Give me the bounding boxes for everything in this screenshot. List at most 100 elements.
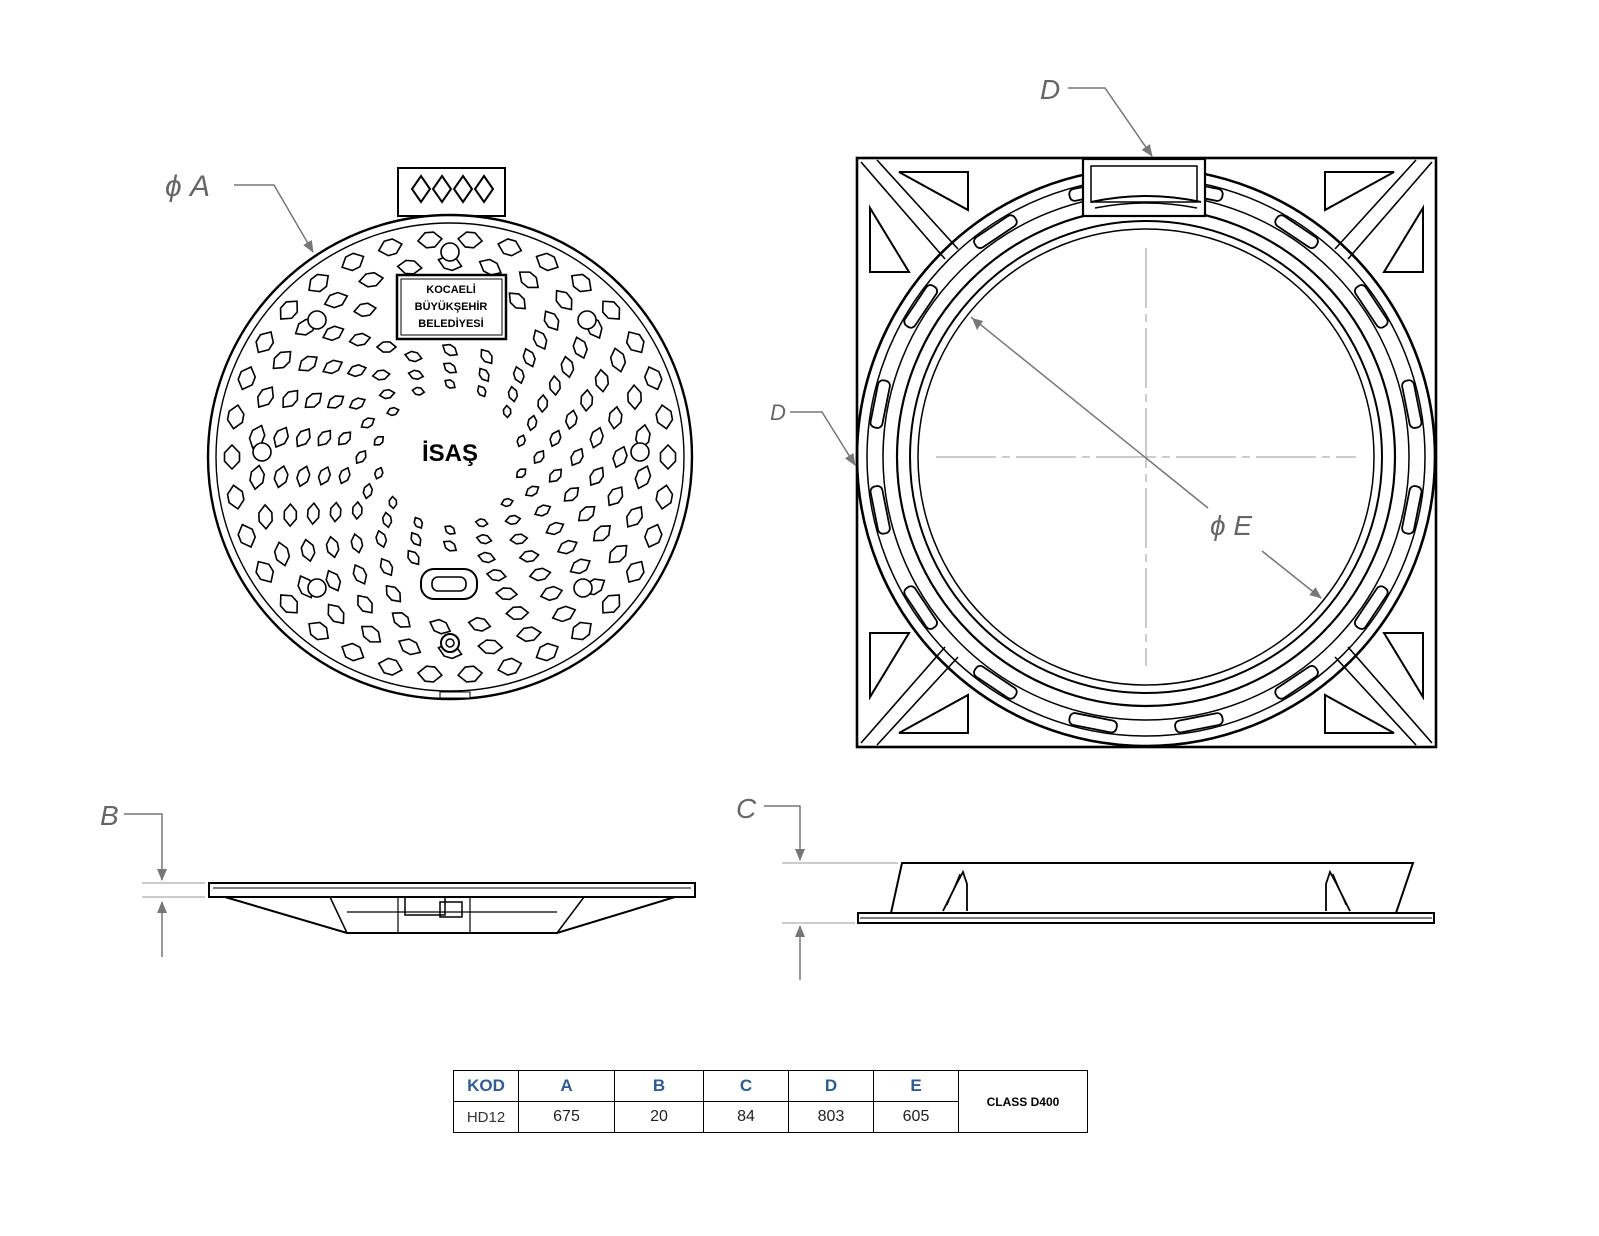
pattern-cell <box>480 348 493 365</box>
pattern-cell <box>548 374 561 397</box>
pattern-cell <box>407 369 425 381</box>
header-kod: KOD <box>453 1070 519 1102</box>
pattern-cell <box>338 466 351 485</box>
pattern-cell <box>556 539 578 555</box>
pattern-cell <box>391 611 411 628</box>
pattern-cell <box>351 500 363 521</box>
cover-top-view: KOCAELİ BÜYÜKŞEHİR BELEDİYESİ İSAŞ ϕ A <box>165 167 694 701</box>
pattern-cell <box>627 383 642 411</box>
frame-slot <box>903 585 938 630</box>
frame-slot <box>1174 712 1224 734</box>
pattern-cell <box>570 621 592 641</box>
pattern-cell <box>634 464 652 490</box>
pattern-cell <box>300 538 316 563</box>
pattern-cell <box>258 503 273 531</box>
pattern-cell <box>476 384 487 398</box>
frame-slot <box>973 664 1018 700</box>
pattern-cell <box>317 465 332 486</box>
frame-slot <box>1401 485 1423 535</box>
pattern-cell <box>416 231 443 249</box>
dimension-b-label: B <box>100 800 119 831</box>
pattern-cell <box>601 300 621 320</box>
pattern-cell <box>475 533 493 545</box>
pattern-cell <box>321 325 345 342</box>
frame-slot <box>1353 585 1389 630</box>
pattern-cell <box>516 434 527 448</box>
cover-surface-pattern <box>223 231 677 683</box>
pattern-cell <box>570 447 584 467</box>
pattern-cell <box>441 343 459 357</box>
corner-triangles <box>869 171 1424 734</box>
pattern-cell <box>543 310 560 331</box>
pattern-cell <box>515 626 543 643</box>
value-d: 803 <box>788 1101 874 1133</box>
pattern-cell <box>655 403 674 430</box>
pattern-cell <box>283 502 298 528</box>
pattern-cell <box>295 427 311 448</box>
pattern-cell <box>371 369 391 381</box>
pattern-cell <box>594 368 610 393</box>
hinge-diamonds <box>410 174 495 204</box>
value-a: 675 <box>518 1101 615 1133</box>
frame-slot <box>1354 284 1389 329</box>
pattern-cell <box>545 521 565 536</box>
pattern-cell <box>341 252 365 272</box>
pattern-cell <box>403 350 423 363</box>
pattern-cell <box>329 501 342 523</box>
dimension-d-top-label: D <box>1040 74 1060 105</box>
pattern-cell <box>357 271 385 288</box>
plate-line-3: BELEDİYESİ <box>418 317 483 330</box>
pattern-cell <box>306 501 320 526</box>
pattern-cell <box>533 504 552 517</box>
pattern-cell <box>478 367 490 383</box>
pattern-cell <box>494 587 519 601</box>
class-label: CLASS D400 <box>958 1070 1088 1133</box>
pattern-cell <box>272 350 292 370</box>
pattern-cell <box>428 618 452 635</box>
pattern-cell <box>377 657 403 676</box>
pattern-cell <box>442 540 458 552</box>
pattern-cell <box>535 642 559 662</box>
pattern-cell <box>526 414 538 432</box>
frame-top-view: ϕ E D D <box>770 74 1438 749</box>
frame-slot <box>1401 379 1423 429</box>
pattern-cell <box>381 511 393 529</box>
frame-slot <box>903 284 939 329</box>
pattern-cell <box>396 259 423 275</box>
pattern-cell <box>659 443 677 471</box>
pattern-cell <box>279 594 299 614</box>
plate-line-2: BÜYÜKŞEHİR <box>415 300 488 313</box>
pattern-cell <box>625 331 645 354</box>
pattern-cell <box>532 329 548 351</box>
pattern-cell <box>350 532 364 554</box>
pattern-cell <box>549 429 562 448</box>
pattern-cell <box>467 616 492 632</box>
pattern-cell <box>505 606 530 621</box>
pattern-cell <box>346 363 368 378</box>
pattern-cell <box>524 485 540 497</box>
pattern-cell <box>362 482 374 500</box>
frame-slot <box>973 214 1018 249</box>
pattern-cell <box>444 379 456 389</box>
pattern-cell <box>373 466 384 480</box>
pattern-cell <box>572 336 588 360</box>
pattern-cell <box>477 551 497 564</box>
pattern-cell <box>608 405 623 430</box>
dimension-c-label: C <box>736 793 757 824</box>
pattern-cell <box>607 486 624 507</box>
pattern-cell <box>237 365 257 391</box>
header-d: D <box>788 1070 874 1102</box>
pattern-cell <box>377 238 403 257</box>
value-b: 20 <box>614 1101 704 1133</box>
pattern-cell <box>555 289 573 311</box>
pattern-cell <box>504 514 522 526</box>
pattern-cell <box>360 417 376 429</box>
pattern-cell <box>507 385 519 403</box>
pattern-cell <box>580 388 594 413</box>
pattern-cell <box>539 585 564 602</box>
pattern-cell <box>249 464 266 491</box>
pattern-cell <box>273 541 291 567</box>
spec-header-row: KOD A B C D E CLASS D400 <box>453 1070 1088 1133</box>
pattern-cell <box>326 395 345 409</box>
